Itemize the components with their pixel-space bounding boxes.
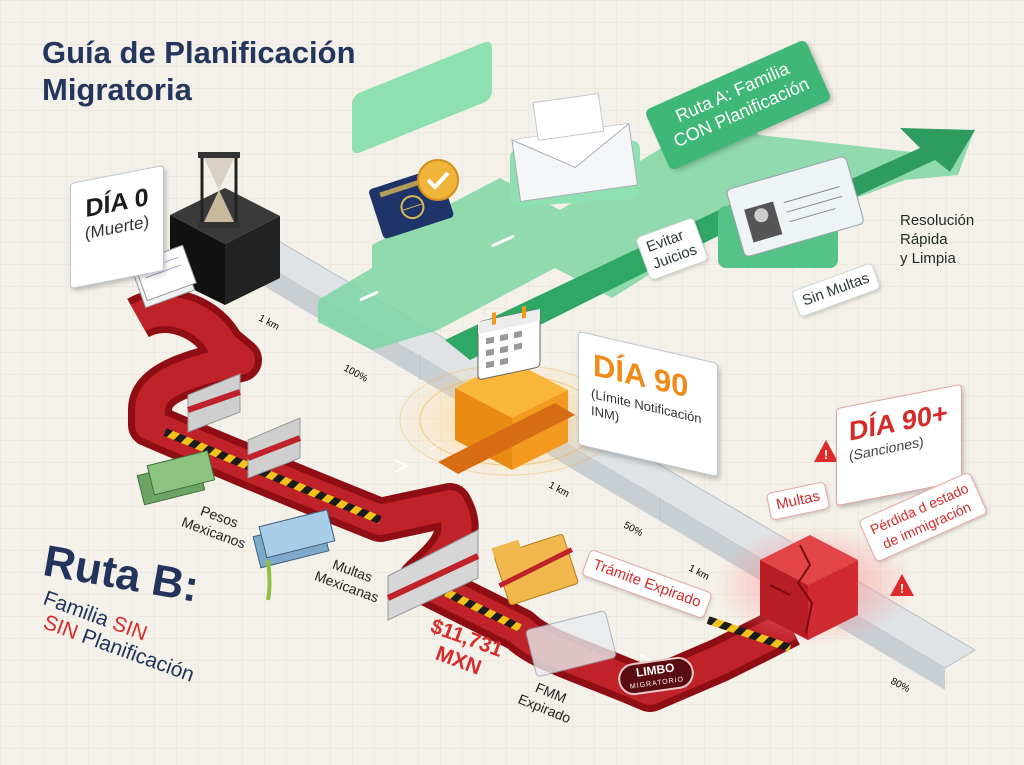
brick-wall-icon <box>187 373 480 621</box>
money-icon <box>136 450 336 601</box>
page-title: Guía de Planificación Migratoria <box>42 34 356 108</box>
envelope-icon <box>511 92 639 202</box>
svg-text:!: ! <box>900 581 904 596</box>
route-a-block-1 <box>352 41 492 154</box>
route-a-result-line2: Rápida <box>900 231 948 248</box>
cracked-block-icon <box>715 525 915 645</box>
expired-card-icon <box>525 610 617 677</box>
hourglass-icon <box>198 152 240 228</box>
day-90-hub <box>395 360 625 480</box>
route-b-heading: Ruta B: Familia SIN SIN Planificación <box>40 536 203 686</box>
page-title-line2: Migratoria <box>42 72 192 107</box>
svg-text:!: ! <box>824 447 828 462</box>
calendar-icon <box>477 305 541 380</box>
milestone-day-0: DÍA 0 (Muerte) <box>70 164 164 290</box>
id-card-icon <box>726 156 864 257</box>
route-a-result-line3: y Limpia <box>900 250 956 267</box>
page-title-line1: Guía de Planificación <box>42 35 356 70</box>
checkmark-icon <box>417 159 459 201</box>
folder-icon <box>491 534 579 606</box>
route-a-result: Resolución Rápida y Limpia <box>900 211 974 268</box>
warning-icon: ! ! <box>814 440 914 596</box>
route-a-result-line1: Resolución <box>900 212 975 229</box>
